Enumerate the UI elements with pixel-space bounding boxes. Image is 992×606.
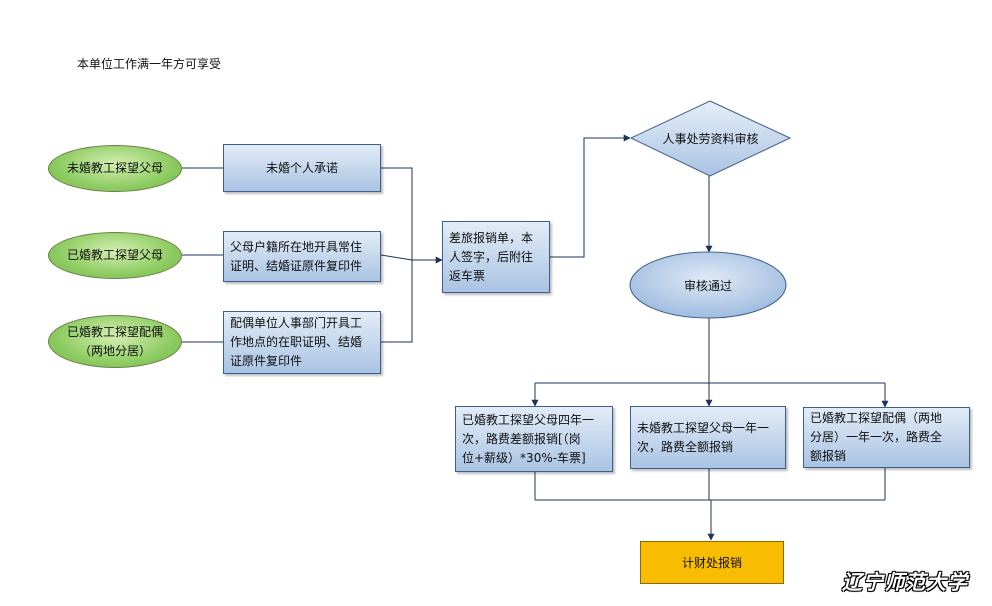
hr-review-diamond bbox=[629, 100, 792, 177]
document-box-residence-certificate: 父母户籍所在地开具常住 证明、结婚证原件复印件 bbox=[223, 231, 381, 282]
category-label: 已婚教工探望配偶 （两地分居） bbox=[66, 324, 163, 358]
document-box-employment-certificate: 配偶单位人事部门开具工 作地点的在职证明、结婚 证原件复印件 bbox=[223, 311, 381, 374]
expense-form-label: 差旅报销单，本 人签字，后附往 返车票 bbox=[449, 230, 534, 283]
category-oval-married-spouse: 已婚教工探望配偶 （两地分居） bbox=[48, 315, 182, 368]
connector-doc2-merge bbox=[380, 254, 413, 261]
reimbursement-label: 已婚教工探望配偶（两地 分居）一年一次，路费全 额报销 bbox=[810, 411, 943, 463]
document-box-personal-pledge: 未婚个人承诺 bbox=[223, 144, 381, 192]
approved-oval bbox=[629, 251, 787, 319]
eligibility-note: 本单位工作满一年方可享受 bbox=[77, 57, 222, 71]
university-watermark: 辽宁师范大学 bbox=[842, 570, 968, 594]
reimbursement-label: 未婚教工探望父母一年一 次，路费全额报销 bbox=[637, 420, 770, 454]
document-label: 父母户籍所在地开具常住 证明、结婚证原件复印件 bbox=[230, 239, 363, 273]
reimbursement-box-married-parents: 已婚教工探望父母四年一 次，路费差额报销[（岗 位+薪级）*30%-车票] bbox=[455, 406, 613, 472]
connector-doc3-merge bbox=[381, 260, 413, 343]
reimbursement-box-married-spouse: 已婚教工探望配偶（两地 分居）一年一次，路费全 额报销 bbox=[803, 407, 970, 468]
category-oval-unmarried-parents: 未婚教工探望父母 bbox=[48, 145, 182, 192]
reimbursement-label: 已婚教工探望父母四年一 次，路费差额报销[（岗 位+薪级）*30%-车票] bbox=[462, 412, 595, 465]
arrow-to-hr-review bbox=[550, 134, 631, 258]
document-label: 配偶单位人事部门开具工 作地点的在职证明、结婚 证原件复印件 bbox=[230, 316, 363, 368]
hr-review-label: 人事处劳资料审核 bbox=[662, 131, 759, 146]
reimbursement-box-unmarried-parents: 未婚教工探望父母一年一 次，路费全额报销 bbox=[630, 406, 786, 469]
expense-form-box: 差旅报销单，本 人签字，后附往 返车票 bbox=[442, 221, 550, 293]
connector-doc1-merge bbox=[381, 167, 413, 260]
document-label: 未婚个人承诺 bbox=[265, 160, 338, 175]
category-label: 未婚教工探望父母 bbox=[66, 161, 163, 175]
category-label: 已婚教工探望父母 bbox=[66, 248, 163, 262]
category-oval-married-parents: 已婚教工探望父母 bbox=[48, 232, 182, 279]
approved-label: 审核通过 bbox=[683, 278, 732, 293]
finance-office-label: 计财处报销 bbox=[681, 556, 742, 570]
finance-office-box: 计财处报销 bbox=[640, 541, 784, 584]
